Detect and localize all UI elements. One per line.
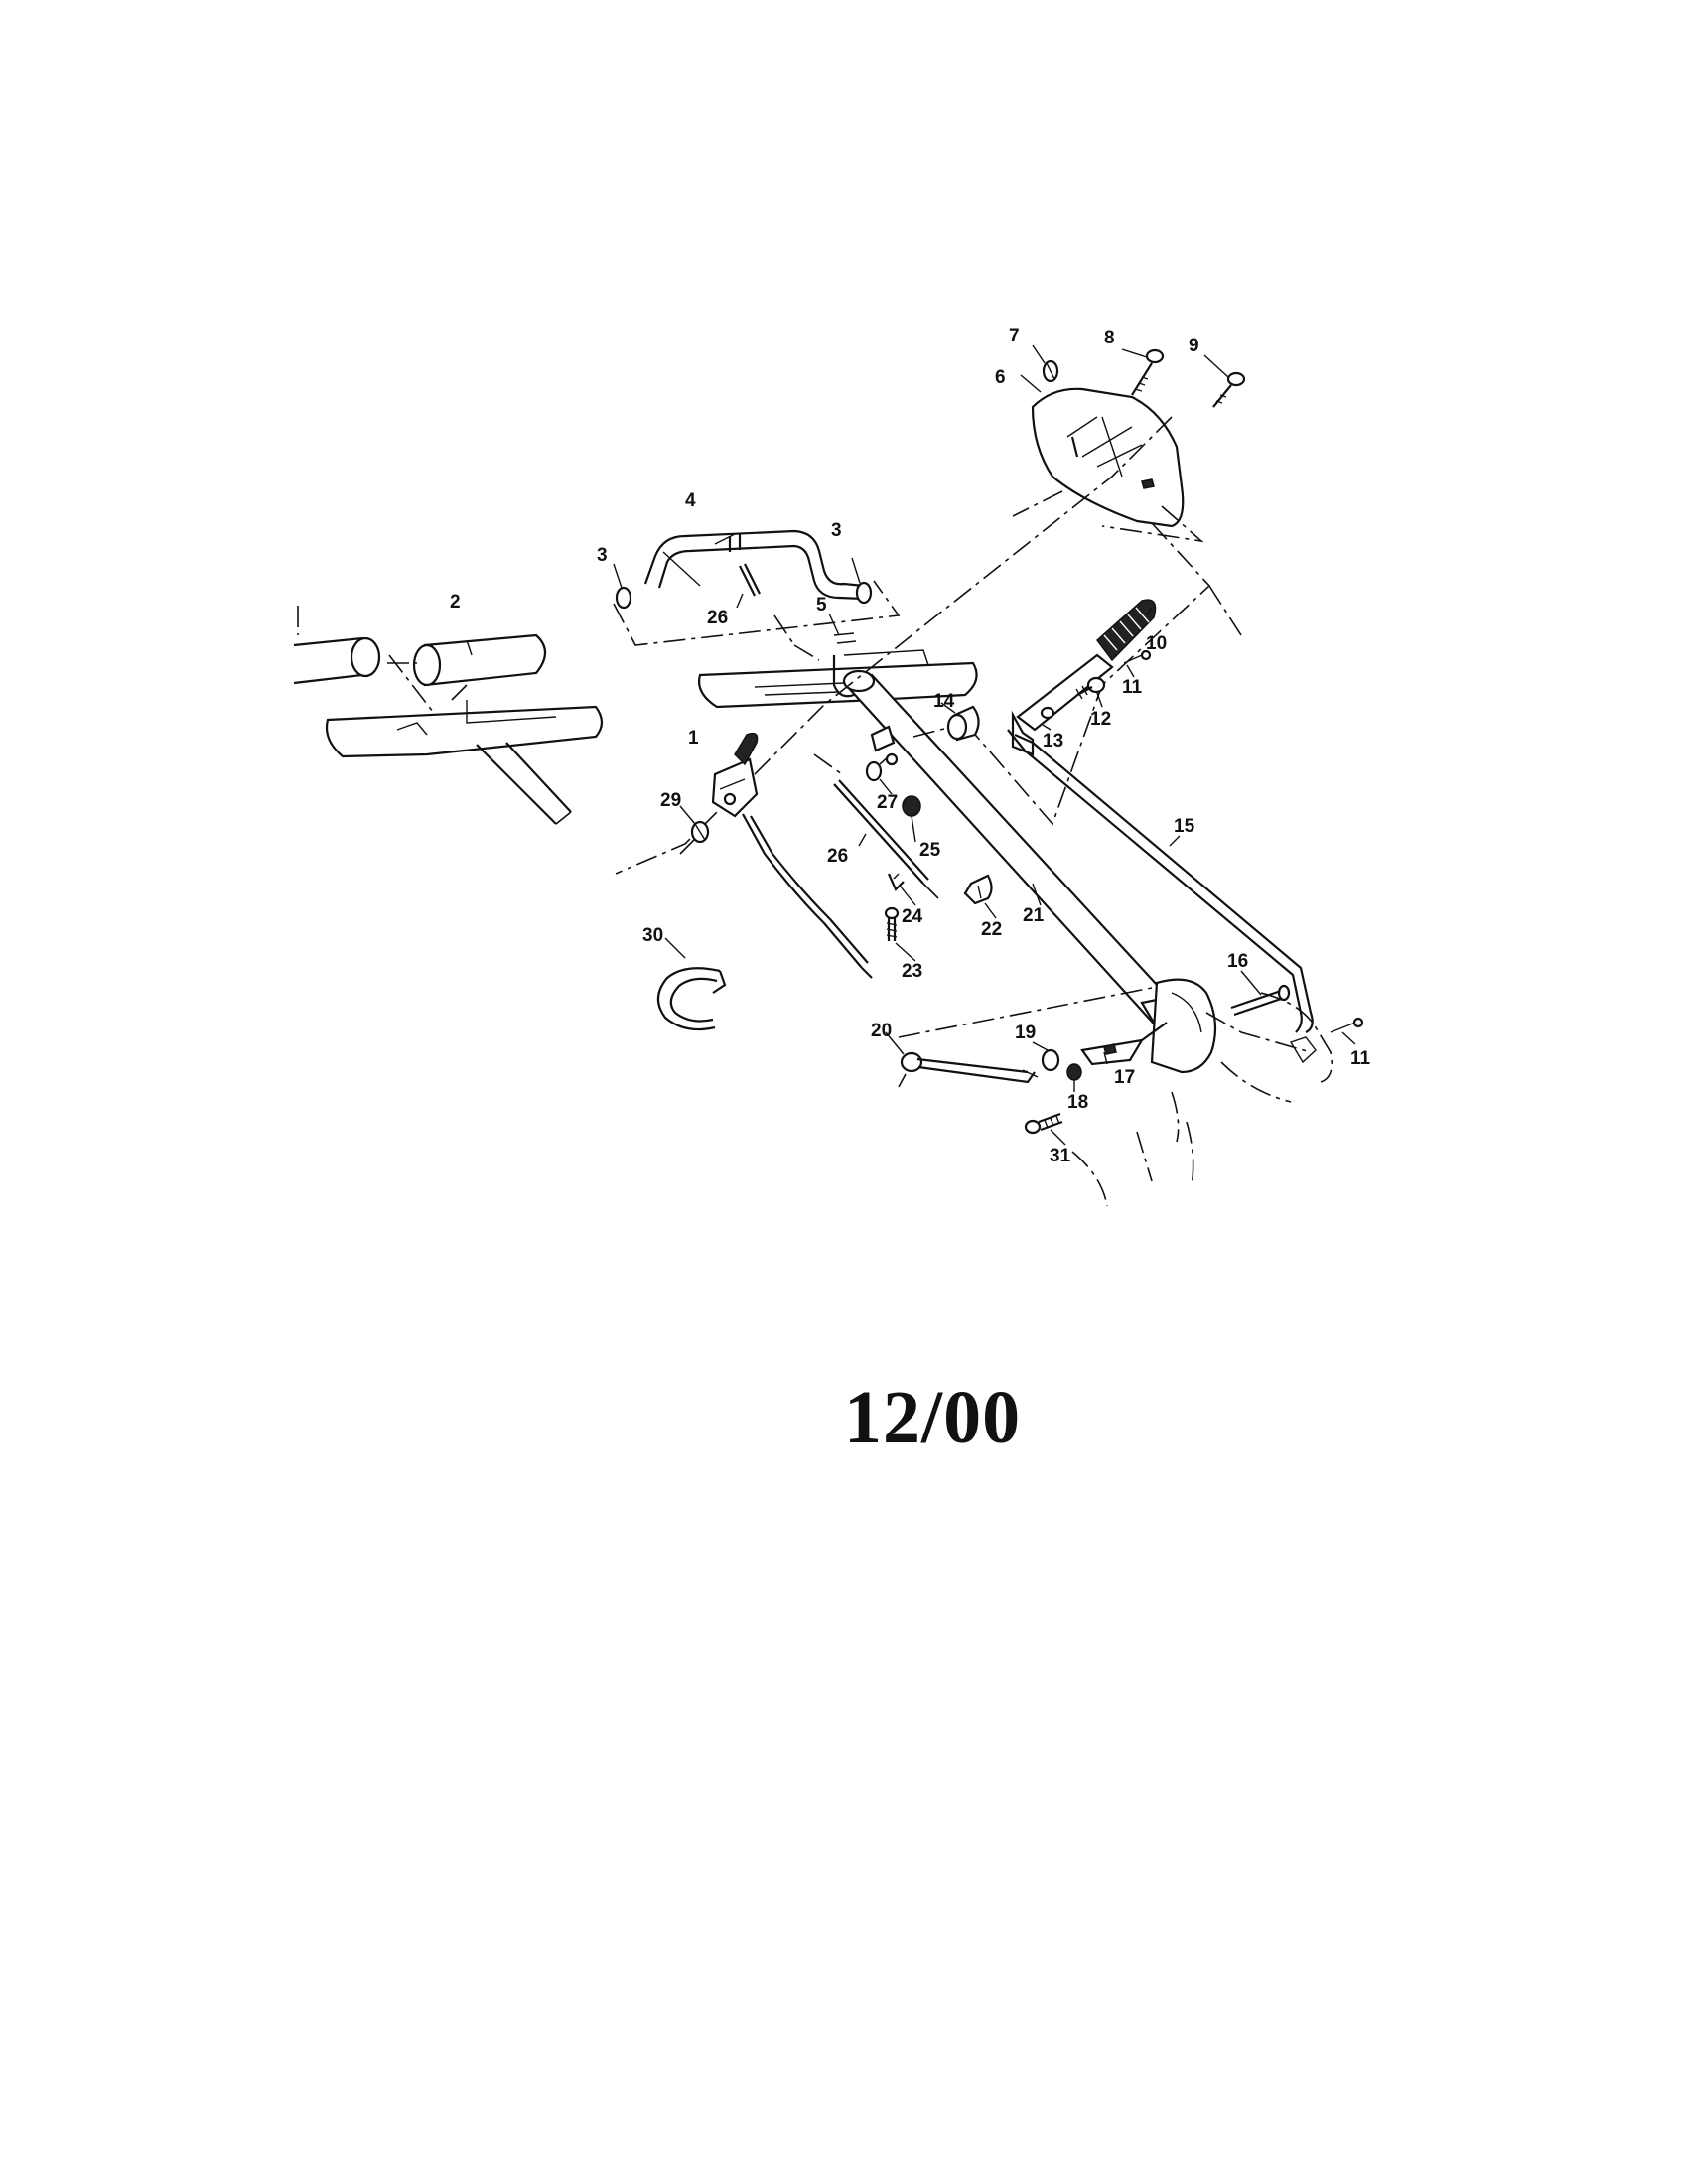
part-23-bolt <box>884 906 900 941</box>
part-25-spring <box>902 795 921 817</box>
part-29-nut <box>679 820 710 855</box>
callout-3-left: 3 <box>597 545 608 566</box>
part-15-shift-rod <box>1007 729 1314 1033</box>
part-12-bolt <box>1075 676 1106 700</box>
date-code: 12/00 <box>844 1376 1022 1459</box>
callout-23: 23 <box>902 961 922 982</box>
callout-4: 4 <box>685 490 696 511</box>
part-30-retaining-ring <box>656 967 727 1031</box>
part-3-washer-left <box>615 586 632 610</box>
callout-19: 19 <box>1015 1023 1036 1043</box>
callout-5: 5 <box>816 595 827 615</box>
part-20-clutch-rod <box>898 1051 1039 1088</box>
callout-14: 14 <box>933 691 955 712</box>
callout-11-upper: 11 <box>1122 677 1143 698</box>
part-3-washer-right <box>855 581 873 605</box>
part-13-shift-lever <box>1011 653 1114 756</box>
part-4-upper-handle <box>613 529 901 646</box>
left-handle-assembly <box>293 606 604 825</box>
mounting-plate-assembly <box>698 632 978 709</box>
part-26-rod-upper <box>739 563 761 597</box>
callout-11-lower: 11 <box>1350 1048 1371 1069</box>
callout-13: 13 <box>1043 731 1063 751</box>
callout-8: 8 <box>1104 328 1115 348</box>
part-17-lever-arm <box>1080 1022 1168 1066</box>
callout-26-lower: 26 <box>827 846 848 867</box>
callout-21: 21 <box>1023 905 1045 926</box>
part-16-bolt <box>1230 984 1291 1017</box>
part-14-bushing <box>912 705 980 742</box>
callout-labels: 1 2 3 3 4 5 6 7 8 9 10 11 11 12 13 14 15… <box>450 326 1371 1166</box>
callout-25: 25 <box>919 840 941 861</box>
part-2-tube <box>412 633 547 687</box>
part-24-clip <box>887 873 905 891</box>
callout-27: 27 <box>877 792 898 813</box>
part-8-screw <box>1131 348 1165 396</box>
callout-10: 10 <box>1146 633 1167 654</box>
part-31-bolt <box>1024 1112 1063 1135</box>
callout-20: 20 <box>871 1021 892 1041</box>
callout-2: 2 <box>450 592 461 613</box>
part-10-lever-grip <box>1095 599 1157 662</box>
callout-29: 29 <box>660 790 681 811</box>
callout-15: 15 <box>1174 816 1195 837</box>
part-9-screw <box>1212 371 1246 408</box>
part-18-nut <box>1066 1063 1082 1081</box>
cable-bracket-upper <box>870 725 899 766</box>
callout-22: 22 <box>981 919 1002 940</box>
callout-30: 30 <box>642 925 663 946</box>
part-27-nut <box>865 755 890 782</box>
part-22-clip <box>963 874 993 905</box>
part-26-rod-lower <box>813 753 939 899</box>
callout-18: 18 <box>1067 1092 1088 1113</box>
lower-bracket-assembly <box>898 978 1333 1207</box>
callout-17: 17 <box>1114 1067 1135 1088</box>
part-21-handle-tube <box>842 669 1208 1054</box>
part-11-cotter-pin-upper <box>1123 649 1152 664</box>
callout-1: 1 <box>688 728 699 749</box>
callout-26-upper: 26 <box>707 608 728 628</box>
callout-3-right: 3 <box>831 520 842 541</box>
callout-leaders <box>466 344 1356 1146</box>
handle-bracket-plate <box>698 661 978 709</box>
part-7-nut <box>1042 359 1059 383</box>
callout-16: 16 <box>1227 951 1248 972</box>
part-11-cotter-pin-lower <box>1330 1017 1364 1033</box>
part-1-clutch-control <box>711 732 873 979</box>
part-19-washer <box>1041 1048 1060 1072</box>
callout-7: 7 <box>1009 326 1020 346</box>
part-6-shift-cover <box>1031 387 1185 528</box>
callout-6: 6 <box>995 367 1006 388</box>
callout-31: 31 <box>1050 1146 1071 1166</box>
callout-24: 24 <box>902 906 923 927</box>
callout-9: 9 <box>1189 336 1199 356</box>
callout-12: 12 <box>1090 709 1111 730</box>
